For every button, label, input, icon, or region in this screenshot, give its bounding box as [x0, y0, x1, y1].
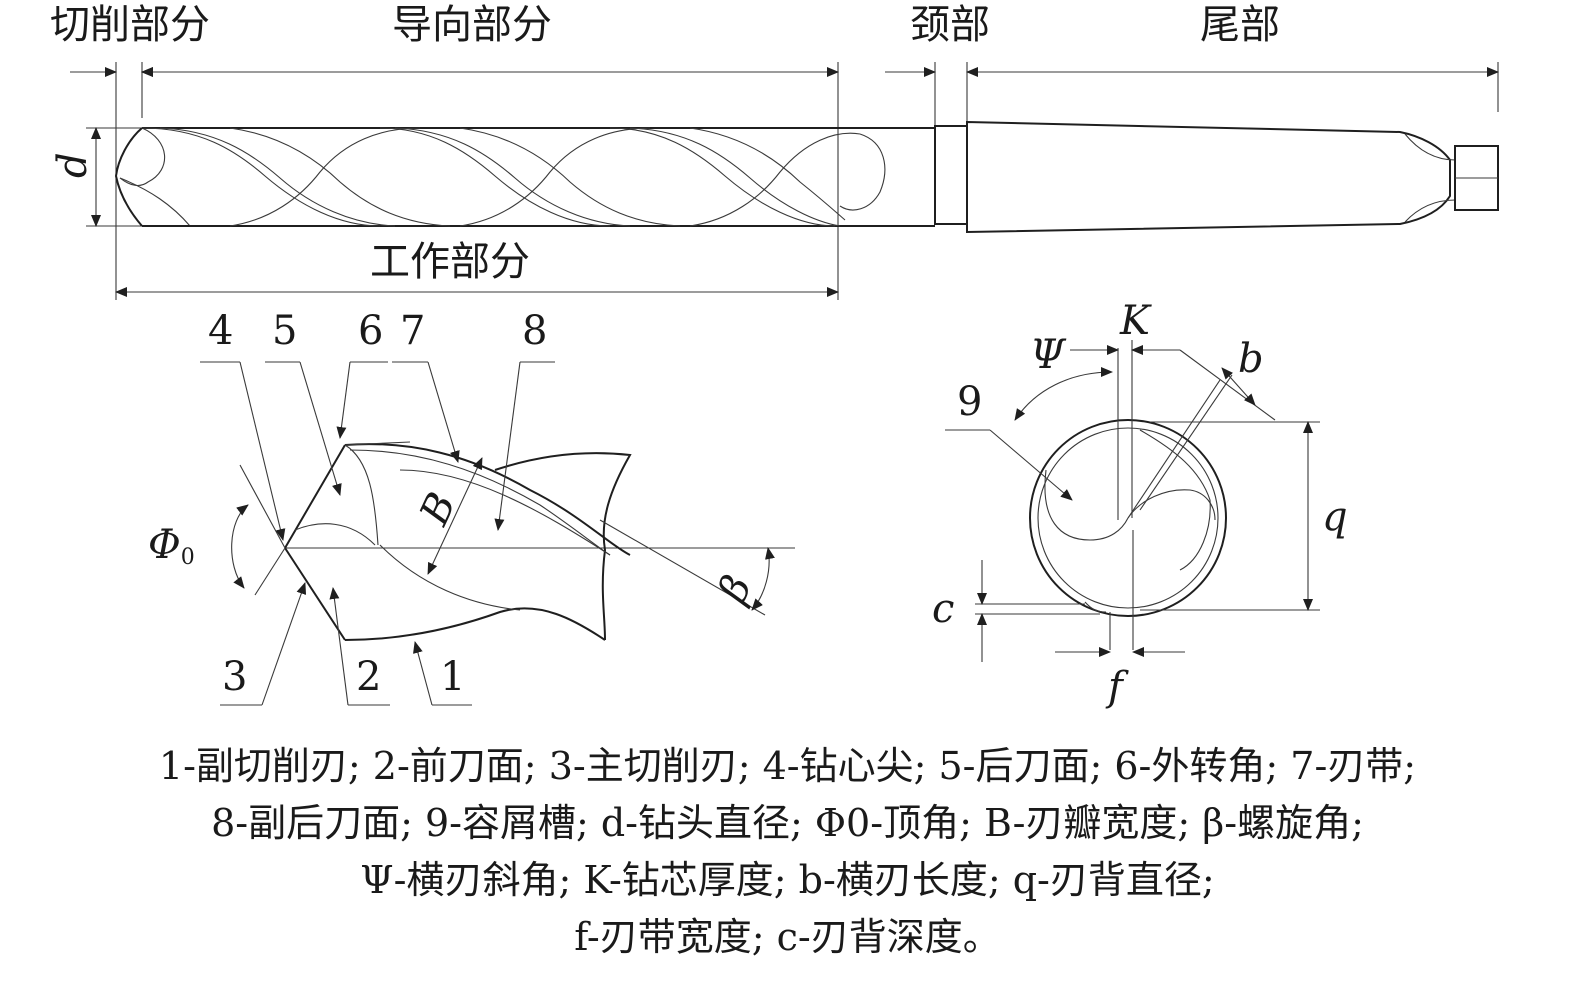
flute-outer	[494, 452, 632, 641]
leader-1: 1	[413, 641, 472, 706]
figure-caption: 1-副切削刃; 2-前刀面; 3-主切削刃; 4-钻心尖; 5-后刀面; 6-外…	[0, 738, 1575, 966]
drill-tip-lip	[119, 127, 166, 187]
dim-land-width-B	[427, 457, 483, 575]
shank-tang-curve-2	[1404, 199, 1456, 223]
margin-edge-hatch	[344, 441, 411, 446]
label-q: q	[1322, 494, 1348, 540]
label-K: K	[1119, 298, 1152, 344]
psi-arc	[1014, 367, 1113, 421]
label-tail: 尾部	[1200, 2, 1280, 48]
label-psi: Ψ	[1030, 332, 1067, 378]
label-1: 1	[440, 654, 465, 700]
phi-arc	[231, 504, 249, 589]
leader-3: 3	[220, 582, 307, 706]
label-phi-sub: 0	[181, 545, 195, 570]
relief-face	[294, 523, 376, 546]
heel-notch	[1084, 601, 1107, 613]
shank-tang-curve	[1404, 133, 1456, 161]
beta-arc	[751, 547, 775, 611]
drill-tip-lip-2	[119, 177, 191, 227]
label-3: 3	[222, 654, 247, 700]
chisel-edge	[1127, 379, 1221, 519]
label-c: c	[932, 586, 954, 632]
taper-shank	[966, 120, 1451, 234]
dim-b	[1221, 367, 1256, 406]
drill-cross-section: K Ψ b 9 q c f	[932, 298, 1348, 710]
chisel-edge-2	[1139, 374, 1233, 511]
label-B: B	[411, 486, 466, 533]
point-upper-cutting-edge	[284, 444, 346, 549]
label-6: 6	[358, 308, 383, 354]
drill-tip-outline	[114, 127, 143, 227]
drill-point-detail: Φ0 B β 4 5 6 7	[148, 308, 795, 706]
label-2: 2	[356, 654, 381, 700]
margin-land	[399, 469, 611, 556]
caption-line-1: 1-副切削刃; 2-前刀面; 3-主切削刃; 4-钻心尖; 5-后刀面; 6-外…	[158, 744, 1417, 788]
leader-8: 8	[494, 308, 555, 531]
phi-ext-lower	[254, 547, 286, 596]
leader-5: 5	[265, 308, 342, 496]
section-margin-circle	[1037, 427, 1219, 609]
label-working-part: 工作部分	[370, 239, 530, 285]
label-guiding-part: 导向部分	[392, 2, 552, 48]
label-8: 8	[522, 308, 547, 354]
flute-left	[1044, 469, 1129, 541]
leader-9: 9	[945, 379, 1073, 501]
label-9: 9	[957, 379, 982, 425]
leader-4: 4	[200, 308, 286, 541]
drill-neck	[934, 125, 968, 225]
label-neck: 颈部	[910, 2, 990, 48]
label-phi: Φ0	[148, 522, 195, 570]
flute-right	[1139, 429, 1211, 571]
flute-curve	[379, 544, 521, 611]
caption-line-3: Ψ-横刃斜角; K-钻芯厚度; b-横刃长度; q-刃背直径;	[360, 858, 1215, 902]
label-4: 4	[208, 308, 233, 354]
point-lower-cutting-edge	[284, 547, 346, 641]
chisel-curve	[344, 444, 379, 546]
label-5: 5	[272, 308, 297, 354]
leader-2: 2	[329, 587, 390, 706]
margin-inner	[349, 449, 611, 556]
label-7: 7	[400, 308, 425, 354]
label-cutting-part: 切削部分	[50, 2, 210, 48]
leader-6: 6	[336, 308, 388, 439]
leader-7: 7	[392, 308, 460, 463]
caption-line-4: f-刃带宽度; c-刃背深度。	[574, 915, 1001, 959]
label-beta: β	[709, 569, 761, 611]
label-b: b	[1238, 336, 1264, 382]
helical-flutes	[141, 127, 886, 227]
flute-lower	[344, 607, 606, 641]
caption-line-2: 8-副后刀面; 9-容屑槽; d-钻头直径; Φ0-顶角; B-刃瓣宽度; β-…	[211, 801, 1364, 845]
label-f: f	[1105, 664, 1129, 710]
helix-line	[599, 519, 766, 616]
label-diameter-d: d	[50, 152, 96, 178]
flute-inner-right	[1127, 489, 1216, 521]
drill-elevation: 切削部分 导向部分 颈部 尾部 d 工作部分	[50, 2, 1499, 300]
section-outer-circle	[1029, 419, 1227, 617]
